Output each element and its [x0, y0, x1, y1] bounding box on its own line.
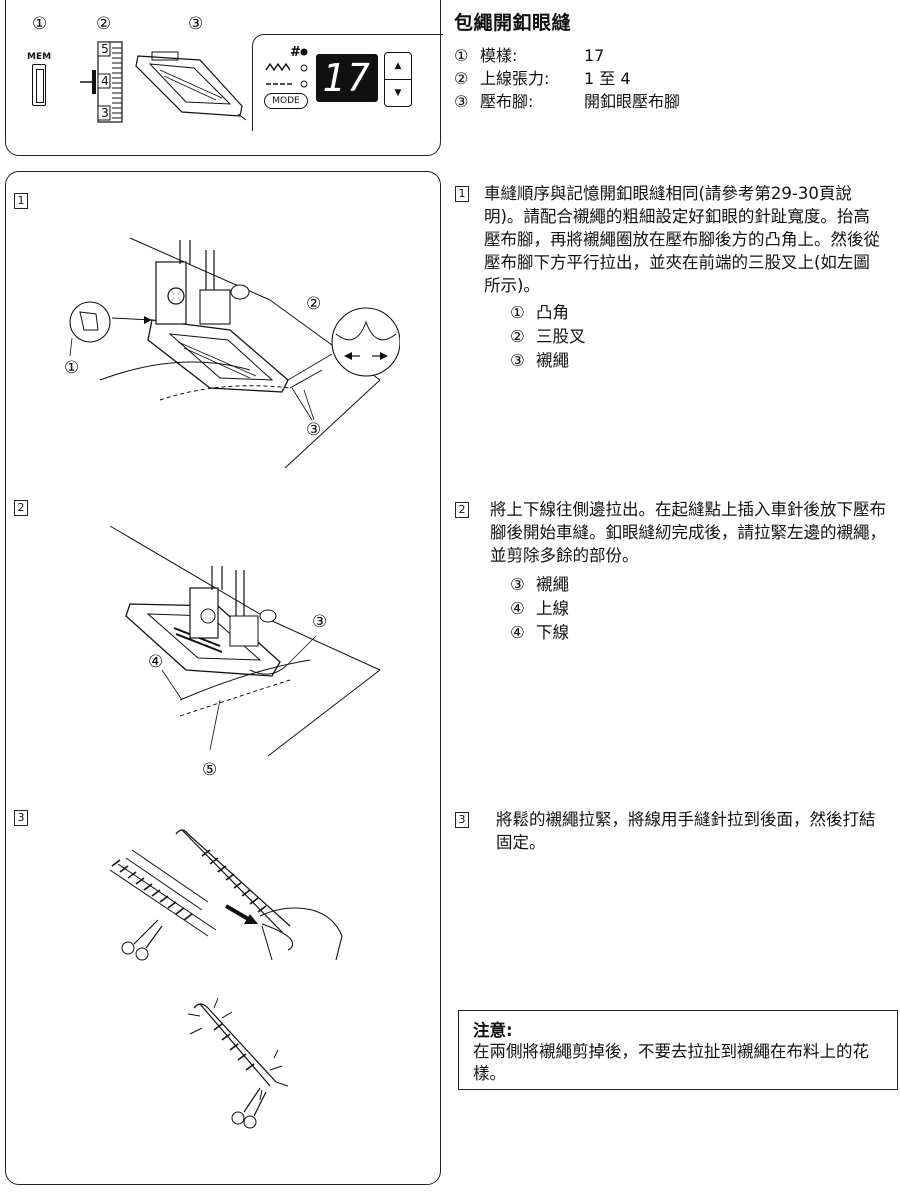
fig2-callout-4: ④ [148, 652, 164, 672]
figure-3-number: 3 [14, 810, 28, 826]
fig2-callout-3: ③ [312, 612, 328, 632]
tension-dial-icon [80, 41, 123, 123]
callout-3: ③ [188, 14, 204, 34]
callout-2: ② [96, 14, 112, 34]
tension-mark-4: 4 [101, 74, 109, 88]
svg-text:#: # [290, 45, 301, 60]
fig2-callout-5: ⑤ [202, 760, 218, 780]
figure-1-number: 1 [14, 193, 28, 209]
pattern-down-button[interactable]: ▼ [384, 79, 412, 107]
pattern-display: 17 [316, 54, 378, 102]
step-1-text: 車縫順序與記憶開釦眼縫相同(請參考第29-30頁說明)。請配合襯繩的粗細設定好釦… [484, 184, 880, 295]
down-arrow-icon: ▼ [394, 88, 402, 98]
callout-1: ① [32, 14, 48, 34]
note-title: 注意: [473, 1021, 513, 1040]
up-arrow-icon: ▲ [394, 61, 402, 71]
figure-2-number: 2 [14, 500, 28, 516]
step-1-number: 1 [455, 186, 469, 202]
note-box: 注意: 在兩側將襯繩剪掉後，不要去拉扯到襯繩在布料上的花樣。 [458, 1010, 898, 1090]
pattern-number: 17 [322, 56, 372, 100]
display-panel [252, 34, 443, 131]
fig1-callout-2: ② [306, 294, 322, 314]
buttonhole-foot-icon [135, 51, 247, 121]
mode-button[interactable]: MODE [264, 93, 308, 109]
pattern-up-button[interactable]: ▲ [384, 52, 412, 80]
stitch-icons: # [265, 45, 308, 88]
step-3-number: 3 [455, 812, 469, 828]
step-2-number: 2 [455, 502, 469, 518]
step-2-text: 將上下線往側邊拉出。在起縫點上插入車針後放下壓布腳後開始車縫。釦眼縫紉完成後，請… [490, 500, 886, 565]
figure-2-presser-foot [109, 525, 381, 757]
mem-indicator [32, 64, 46, 106]
tension-mark-5: 5 [101, 42, 109, 56]
fig1-callout-3: ③ [306, 420, 322, 440]
step-3-text: 將鬆的襯繩拉緊，將線用手縫針拉到後面，然後打結固定。 [496, 810, 876, 852]
figure-3-cord-trim [109, 829, 343, 1129]
tension-mark-3: 3 [101, 106, 109, 120]
note-text: 在兩側將襯繩剪掉後，不要去拉扯到襯繩在布料上的花樣。 [473, 1042, 869, 1083]
mem-label: MEM [27, 52, 52, 62]
figure-1-presser-foot [69, 237, 400, 469]
page-title: 包繩開釦眼縫 [454, 12, 572, 34]
fig1-callout-1: ① [64, 358, 80, 378]
